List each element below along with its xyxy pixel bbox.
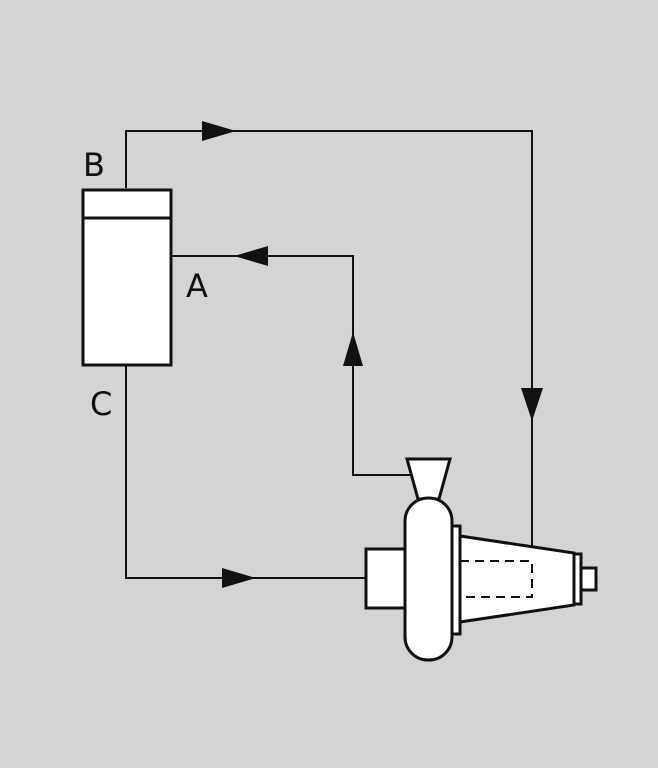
tank-body [81,188,173,367]
motor-internal-dashed [459,560,533,598]
suction-line-c [125,365,366,579]
flow-arrow-down [521,388,543,421]
pump [364,457,598,662]
tank [81,188,173,367]
return-line-b [125,130,533,548]
flow-arrow-right-top [202,121,236,141]
label-c: C [90,385,112,423]
label-a: A [186,267,208,305]
pump-volute [403,496,454,662]
motor-shaft [579,566,598,592]
flow-arrow-up [343,332,363,366]
pump-outlet-nozzle [405,457,452,501]
pump-inlet-flange [364,547,408,610]
motor-housing [458,534,576,624]
label-b: B [83,146,105,184]
flow-arrow-right-bottom [222,568,256,588]
flow-arrow-left [234,246,268,266]
